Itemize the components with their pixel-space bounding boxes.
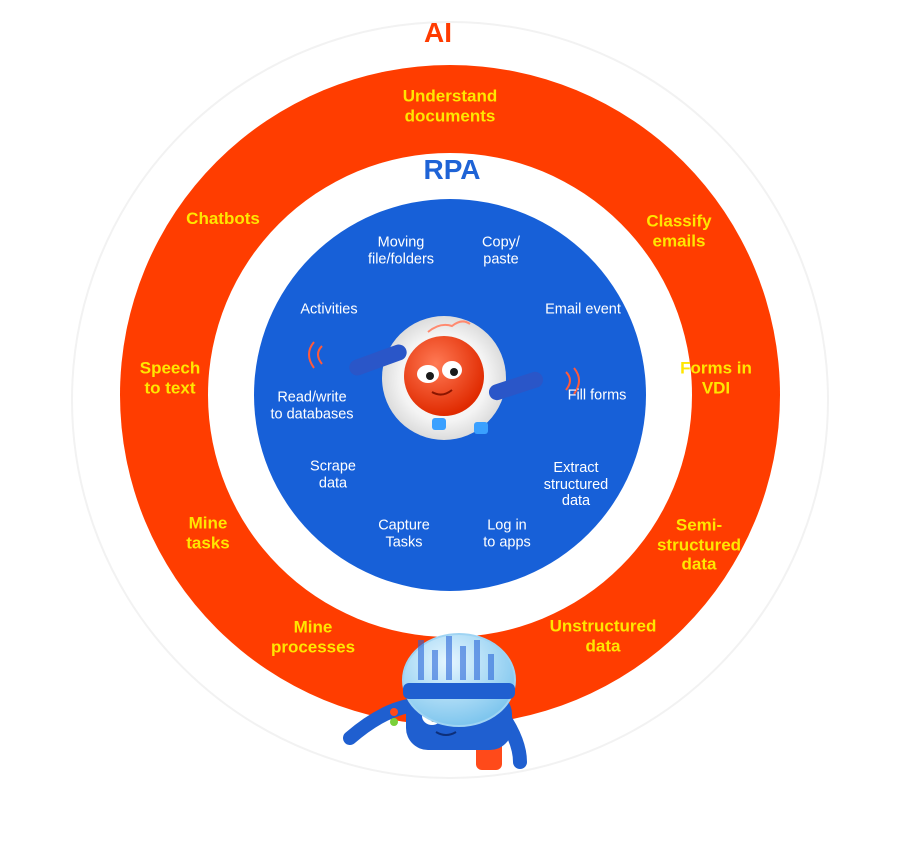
rpa-item-email-event: Email event xyxy=(545,301,621,318)
rpa-item-activities: Activities xyxy=(300,301,358,318)
rpa-item-read-write-databases: Read/write to databases xyxy=(270,389,354,422)
rpa-item-copy-paste: Copy/ paste xyxy=(482,234,520,267)
ai-robot-icon xyxy=(343,633,527,770)
rpa-item-moving-files: Moving file/folders xyxy=(367,234,435,267)
ai-item-mine-tasks: Mine tasks xyxy=(186,513,230,552)
ai-item-speech-to-text: Speech to text xyxy=(139,358,201,397)
rpa-item-fill-forms: Fill forms xyxy=(567,387,627,404)
ai-title: AI xyxy=(424,16,452,48)
rpa-item-capture-tasks: Capture Tasks xyxy=(378,517,430,550)
ai-item-semi-structured-data: Semi- structured data xyxy=(656,515,742,574)
ai-item-classify-emails: Classify emails xyxy=(646,211,712,250)
ai-item-unstructured-data: Unstructured data xyxy=(549,616,657,655)
rpa-title: RPA xyxy=(423,153,481,185)
rpa-item-extract-structured-data: Extract structured data xyxy=(543,459,609,510)
rpa-item-scrape-data: Scrape data xyxy=(310,458,356,491)
outer-halo xyxy=(71,21,829,779)
ai-item-mine-processes: Mine processes xyxy=(270,617,356,656)
ai-item-understand-documents: Understand documents xyxy=(402,86,498,125)
ai-item-forms-in-vdi: Forms in VDI xyxy=(680,358,752,397)
ai-item-chatbots: Chatbots xyxy=(186,209,260,229)
rpa-robot-icon xyxy=(308,320,580,434)
rpa-item-log-in-to-apps: Log in to apps xyxy=(483,517,531,550)
